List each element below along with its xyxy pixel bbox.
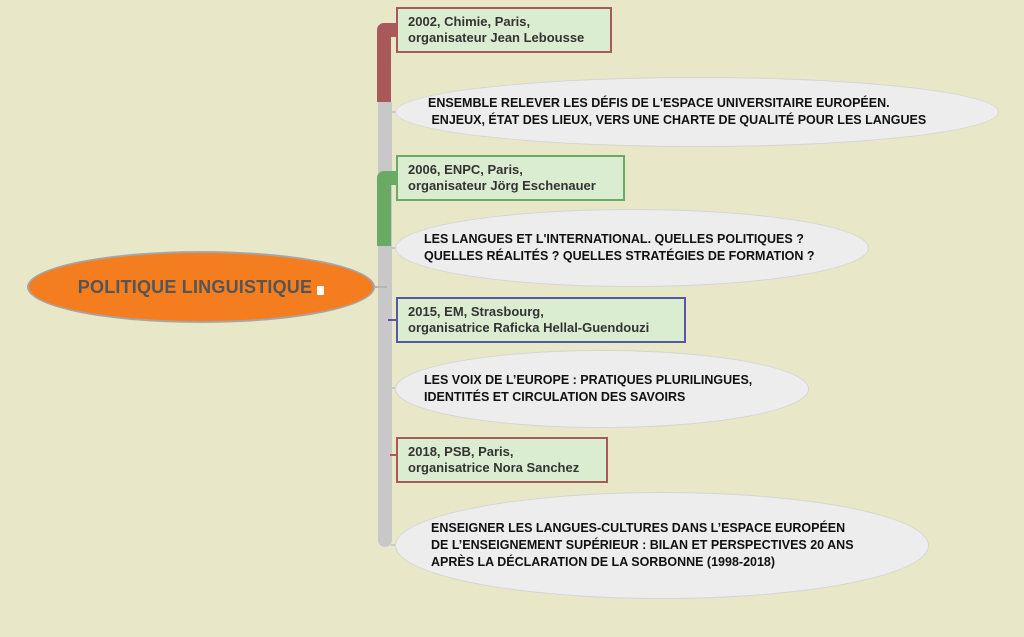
theme-line: QUELLES RÉALITÉS ? QUELLES STRATÉGIES DE… [424,249,815,263]
event-date-line: 2015, EM, Strasbourg, [408,304,544,319]
theme-line: LES VOIX DE L’EUROPE : PRATIQUES PLURILI… [424,373,753,387]
event-date-line: 2002, Chimie, Paris, [408,14,531,29]
central-topic-label: POLITIQUE LINGUISTIQUE [77,276,313,297]
event-date-line: 2006, ENPC, Paris, [408,162,523,177]
event-date-box-2006[interactable]: 2006, ENPC, Paris, organisateur Jörg Esc… [396,155,625,201]
event-organizer-line: organisateur Jean Lebousse [408,30,585,45]
event-date-box-2018[interactable]: 2018, PSB, Paris, organisatrice Nora San… [396,437,608,483]
theme-line: ENSEMBLE RELEVER LES DÉFIS DE L'ESPACE U… [428,96,890,110]
event-date-box-2015[interactable]: 2015, EM, Strasbourg, organisatrice Rafi… [396,297,686,343]
theme-line: ENJEUX, ÉTAT DES LIEUX, VERS UNE CHARTE … [428,113,927,127]
event-theme-2018[interactable]: ENSEIGNER LES LANGUES-CULTURES DANS L’ES… [395,492,929,599]
event-organizer-line: organisatrice Raficka Hellal-Guendouzi [408,320,650,335]
theme-line: LES LANGUES ET L'INTERNATIONAL. QUELLES … [424,232,804,246]
event-theme-2002[interactable]: ENSEMBLE RELEVER LES DÉFIS DE L'ESPACE U… [395,77,999,147]
event-organizer-line: organisatrice Nora Sanchez [408,460,580,475]
branch-connector-2 [377,171,399,246]
event-date-box-2002[interactable]: 2002, Chimie, Paris, organisateur Jean L… [396,7,612,53]
theme-line: APRÈS LA DÉCLARATION DE LA SORBONNE (199… [431,555,776,569]
note-icon[interactable] [317,285,325,295]
theme-line: ENSEIGNER LES LANGUES-CULTURES DANS L’ES… [431,521,846,535]
event-theme-2015[interactable]: LES VOIX DE L’EUROPE : PRATIQUES PLURILI… [395,350,809,428]
branch-connector-1 [377,23,399,102]
central-topic[interactable]: POLITIQUE LINGUISTIQUE [27,251,375,323]
theme-line: DE L’ENSEIGNEMENT SUPÉRIEUR : BILAN ET P… [431,538,854,552]
event-organizer-line: organisateur Jörg Eschenauer [408,178,596,193]
event-date-line: 2018, PSB, Paris, [408,444,514,459]
theme-line: IDENTITÉS ET CIRCULATION DES SAVOIRS [424,390,686,404]
event-theme-2006[interactable]: LES LANGUES ET L'INTERNATIONAL. QUELLES … [395,209,869,287]
